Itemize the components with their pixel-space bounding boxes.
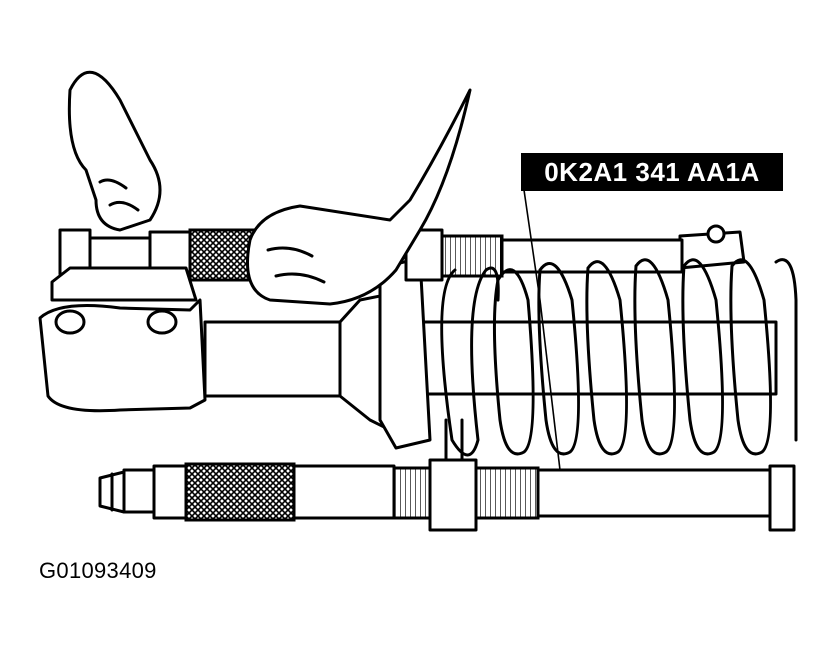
- rod-tail: [536, 468, 772, 518]
- figure-code: G01093409: [39, 558, 157, 583]
- coil-spring: [440, 258, 798, 457]
- label-leader-2: [539, 299, 561, 471]
- bracket-hole-1: [54, 309, 86, 335]
- rod-sleeve: [152, 464, 188, 520]
- mount-stud: [706, 224, 726, 244]
- rod-threads-right: [474, 466, 540, 520]
- upper-bracket: [50, 266, 198, 302]
- lower-compressor-rod: [98, 418, 796, 532]
- rod-threads-left: [392, 466, 432, 520]
- spring-seat-lower: [378, 256, 432, 450]
- rod-collar: [122, 468, 156, 514]
- left-hand-icon: [67, 70, 162, 232]
- upper-knurled-grip: [188, 228, 258, 282]
- lower-jaw: [428, 458, 478, 532]
- tool-number-label: 0K2A1 341 AA1A: [521, 153, 783, 191]
- label-leader: [523, 189, 541, 301]
- upper-rod-collar: [88, 236, 152, 272]
- rod-body: [292, 464, 396, 520]
- lower-jaw-right: [768, 464, 796, 532]
- knurled-grip: [184, 462, 296, 522]
- bracket-hole-2: [146, 309, 178, 335]
- strut-tube: [203, 320, 342, 398]
- strut-assembly: [38, 224, 778, 450]
- right-hand-icon: [246, 88, 472, 306]
- left-hand: [67, 70, 162, 232]
